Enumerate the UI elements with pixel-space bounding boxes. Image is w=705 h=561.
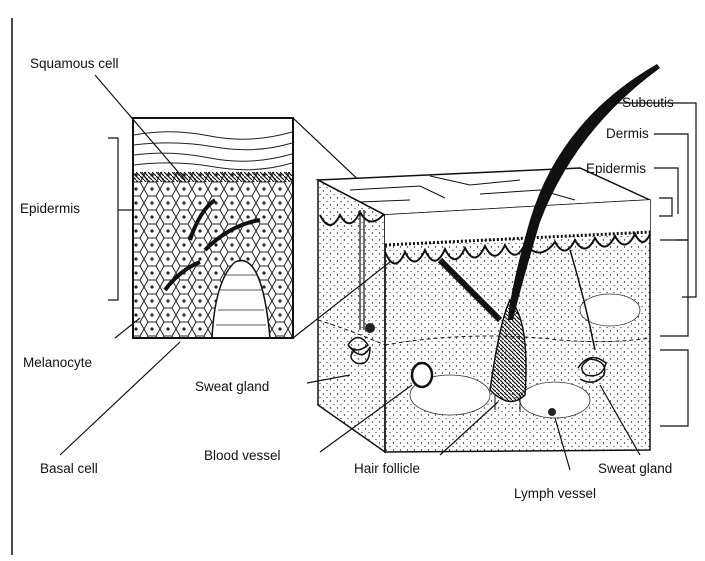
label-sweat-gland-left: Sweat gland (195, 380, 269, 394)
label-melanocyte: Melanocyte (23, 356, 92, 370)
skin-block (318, 168, 650, 452)
label-hair-follicle: Hair follicle (354, 462, 420, 476)
label-epidermis-layers: Epidermis (586, 162, 646, 176)
label-sweat-gland-right: Sweat gland (598, 462, 672, 476)
label-epidermis-inset: Epidermis (20, 202, 80, 216)
label-squamous-cell: Squamous cell (30, 57, 119, 71)
epidermis-inset (133, 118, 293, 338)
label-dermis: Dermis (606, 127, 649, 141)
blood-vessel-shape (412, 363, 432, 387)
label-subcutis: Subcutis (622, 96, 674, 110)
label-lymph-vessel: Lymph vessel (514, 487, 596, 501)
label-blood-vessel: Blood vessel (204, 449, 281, 463)
lymph-vessel-shape (548, 408, 556, 416)
label-basal-cell: Basal cell (40, 462, 98, 476)
